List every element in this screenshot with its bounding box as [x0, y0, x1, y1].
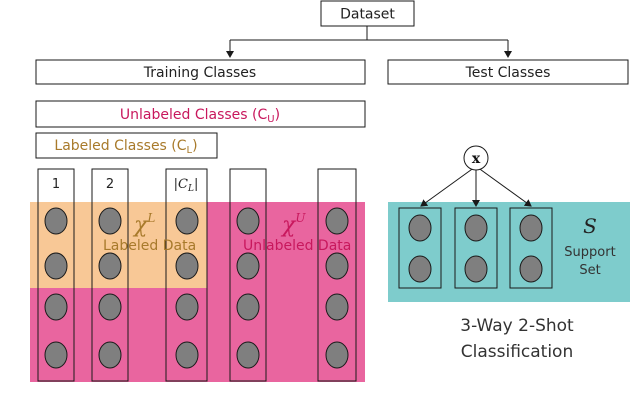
data-node	[325, 252, 349, 280]
data-node	[175, 341, 199, 369]
support-column-3	[509, 207, 553, 289]
column-label-2: 2	[106, 177, 114, 192]
data-node	[236, 207, 260, 235]
labeled-data-label: Labeled Data	[103, 238, 196, 254]
data-node	[44, 293, 68, 321]
unlabeled-column-1	[229, 168, 267, 382]
dataset-box	[320, 0, 415, 27]
test-classes-label: Test Classes	[465, 65, 551, 81]
task-caption-line-2: Classification	[461, 342, 573, 362]
support-set-symbol: S	[583, 214, 597, 238]
unlabeled-classes-label: Unlabeled Classes (CU)	[120, 107, 280, 125]
training-classes-label: Training Classes	[143, 65, 256, 81]
support-node	[408, 214, 432, 242]
unlabeled-x-symbol: χU	[280, 211, 306, 238]
support-set-label-2: Set	[579, 263, 600, 278]
support-node	[464, 214, 488, 242]
data-node	[236, 341, 260, 369]
labeled-classes-label: Labeled Classes (CL)	[54, 138, 197, 156]
support-nodes	[408, 214, 543, 283]
data-node	[98, 207, 122, 235]
query-edge-1	[420, 166, 476, 207]
support-node	[408, 255, 432, 283]
data-node	[98, 293, 122, 321]
task-caption-line-1: 3-Way 2-Shot	[460, 316, 574, 336]
support-set-label-1: Support	[564, 245, 615, 260]
class-column-2	[91, 168, 129, 382]
labeled-x-symbol: χL	[132, 211, 155, 238]
support-column-2	[454, 207, 498, 289]
data-node	[44, 207, 68, 235]
training-classes-box	[35, 59, 366, 85]
data-node	[175, 293, 199, 321]
column-label-cl: |CL|	[174, 177, 199, 194]
support-column-1	[398, 207, 442, 289]
data-node	[44, 341, 68, 369]
unlabeled-column-2	[317, 168, 357, 382]
support-node	[519, 255, 543, 283]
support-set-region	[388, 202, 630, 302]
data-node	[325, 207, 349, 235]
data-node	[325, 293, 349, 321]
data-node	[236, 293, 260, 321]
dataset-label: Dataset	[340, 7, 395, 23]
class-column-cl	[165, 168, 208, 382]
query-node	[463, 145, 489, 171]
column-label-1: 1	[52, 177, 60, 192]
data-node	[98, 341, 122, 369]
support-node	[464, 255, 488, 283]
unlabeled-classes-box	[35, 100, 366, 128]
labeled-classes-box	[35, 132, 218, 159]
data-node	[98, 252, 122, 280]
data-node	[325, 341, 349, 369]
query-edge-3	[476, 166, 532, 207]
test-classes-box	[387, 59, 629, 85]
class-column-1	[37, 168, 75, 382]
data-node	[175, 252, 199, 280]
training-nodes	[44, 207, 349, 369]
unlabeled-data-label: Unlabeled Data	[243, 238, 351, 254]
data-node	[175, 207, 199, 235]
query-label: x	[472, 151, 481, 167]
data-node	[236, 252, 260, 280]
support-node	[519, 214, 543, 242]
data-node	[44, 252, 68, 280]
